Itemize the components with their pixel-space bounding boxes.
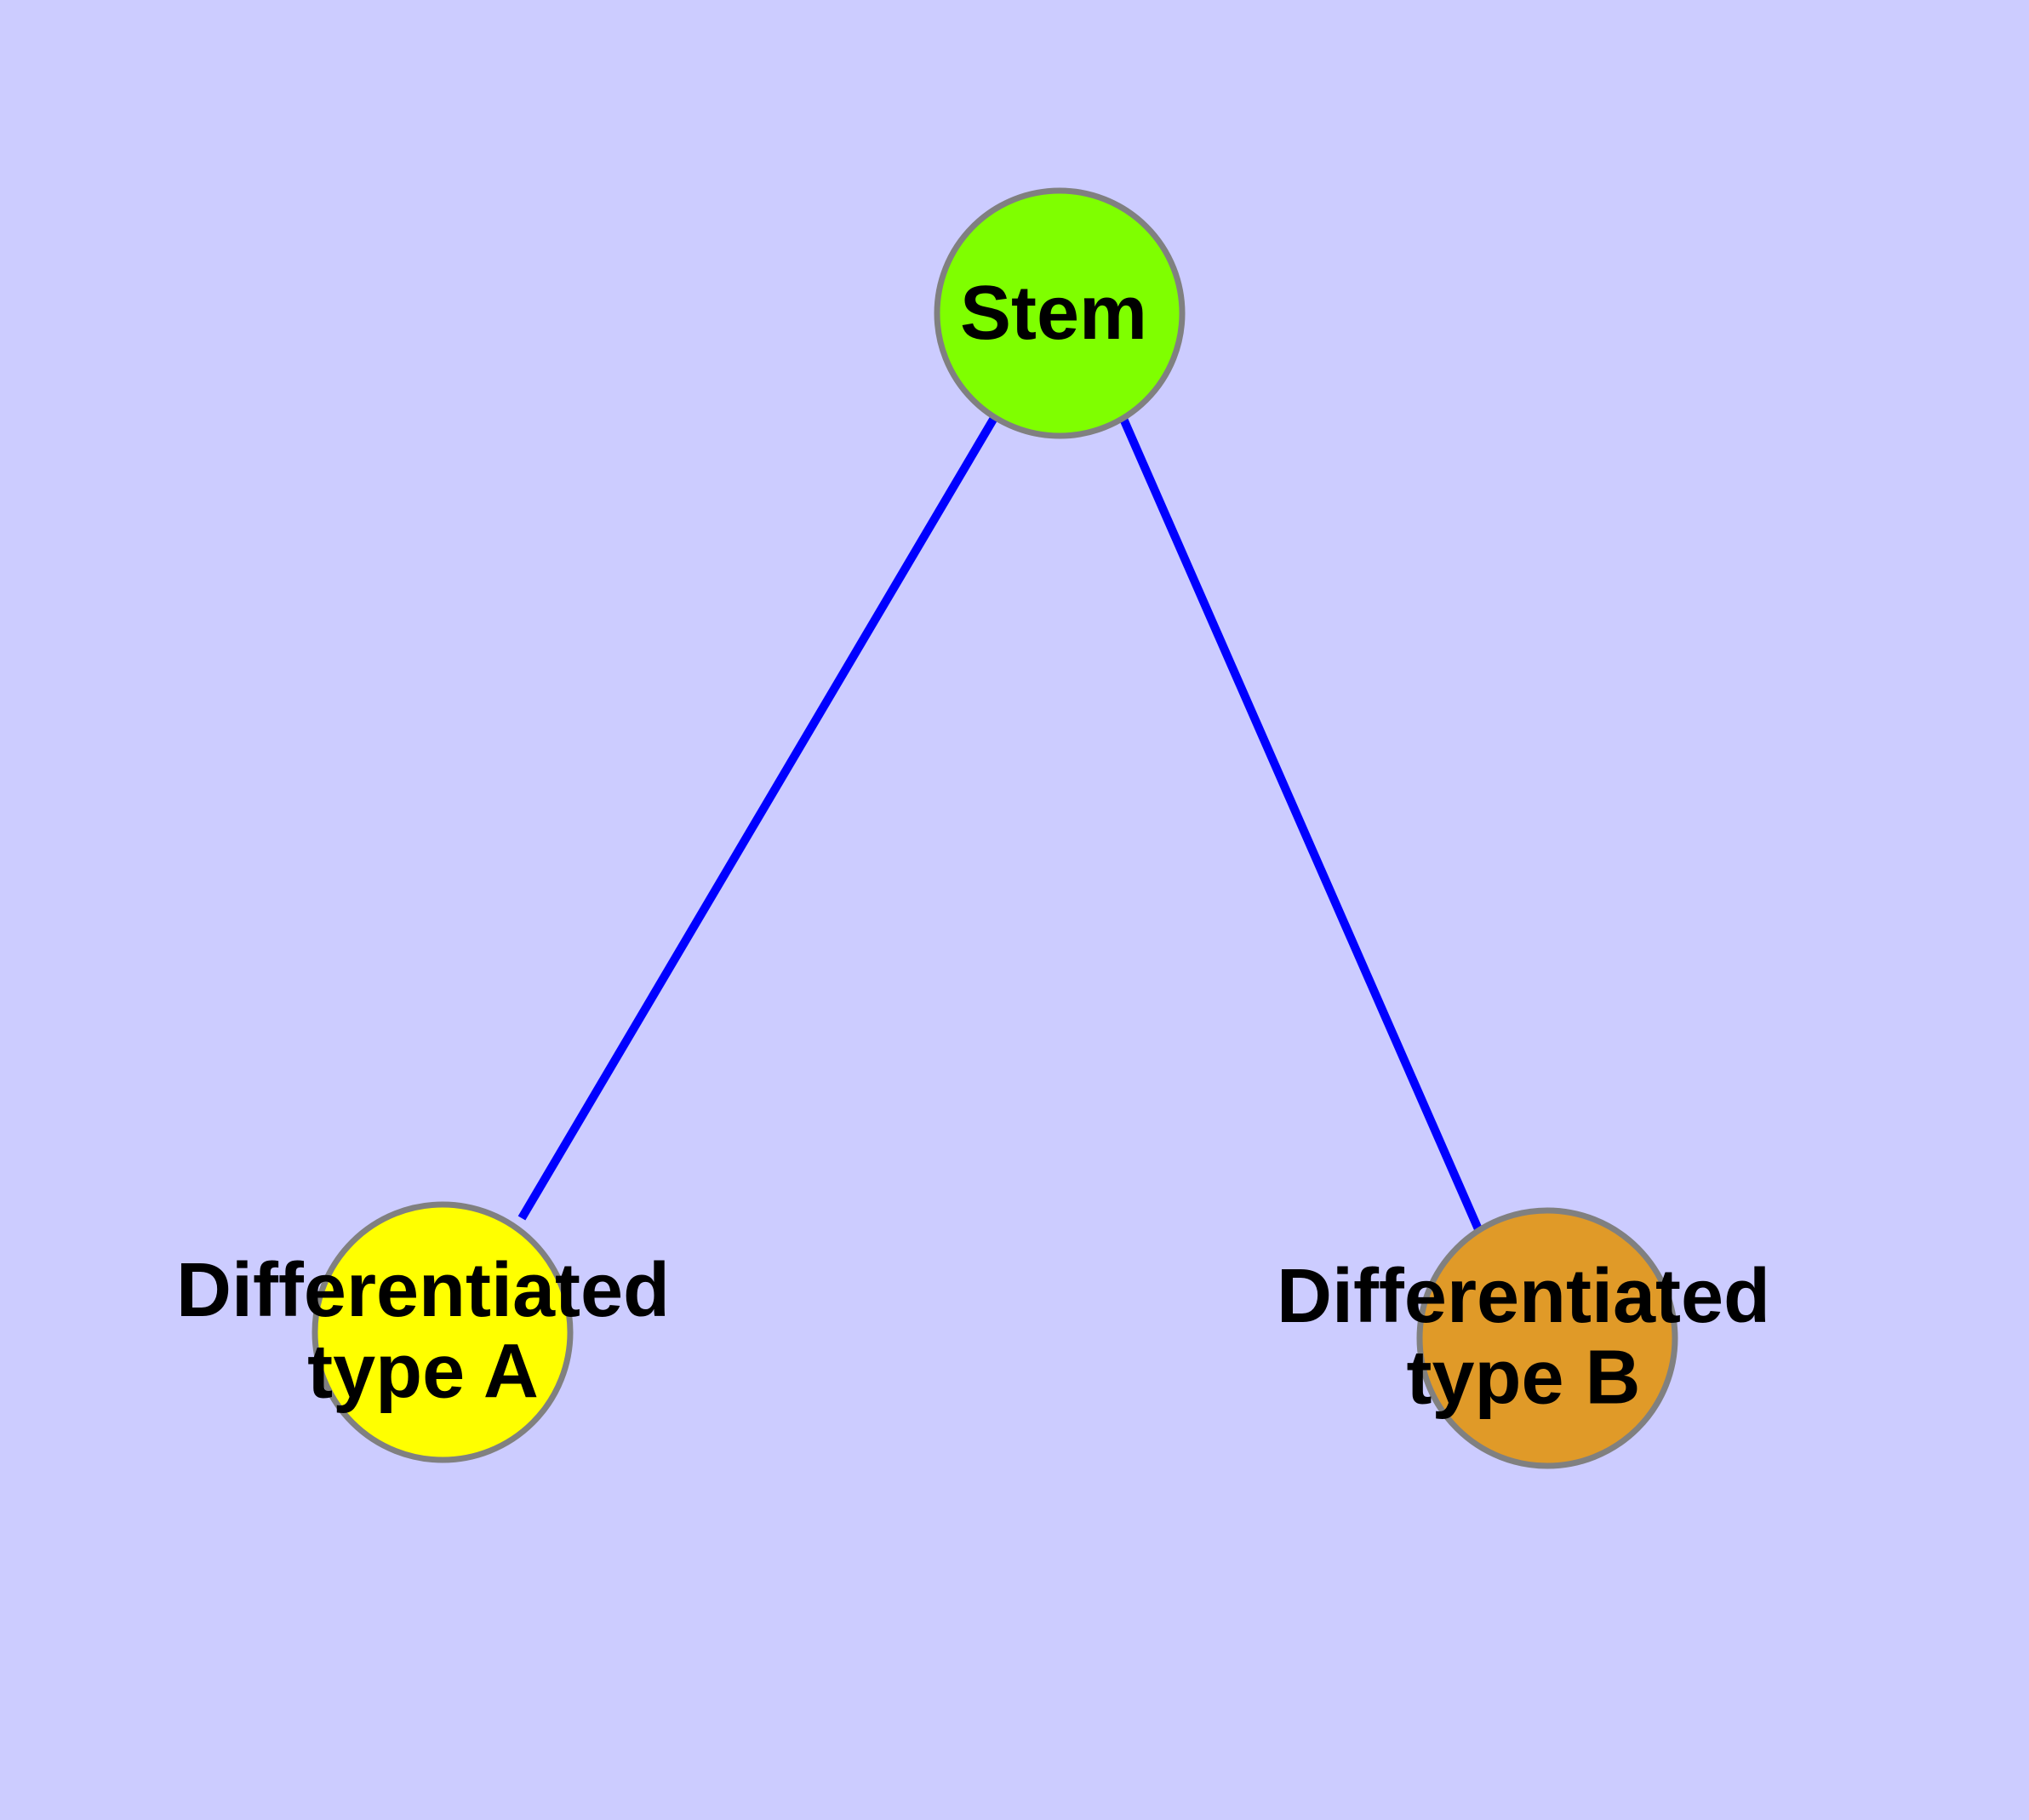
node-label-line: Differentiated — [1277, 1254, 1770, 1339]
node-label-line: Stem — [960, 271, 1147, 356]
node-label-line: Differentiated — [176, 1248, 670, 1333]
nodes-layer — [311, 187, 1678, 1469]
edges-layer — [517, 415, 1483, 1232]
edge-stem-diff-a[interactable] — [517, 415, 998, 1221]
node-diff_b[interactable] — [1416, 1207, 1678, 1469]
edge-stem-diff-b[interactable] — [1119, 416, 1483, 1232]
node-label-stem: Stem — [960, 271, 1147, 356]
node-label-line: type B — [1406, 1335, 1640, 1420]
node-stem[interactable] — [934, 187, 1186, 439]
node-diff_a[interactable] — [311, 1201, 574, 1463]
node-label-line: type A — [307, 1329, 539, 1414]
